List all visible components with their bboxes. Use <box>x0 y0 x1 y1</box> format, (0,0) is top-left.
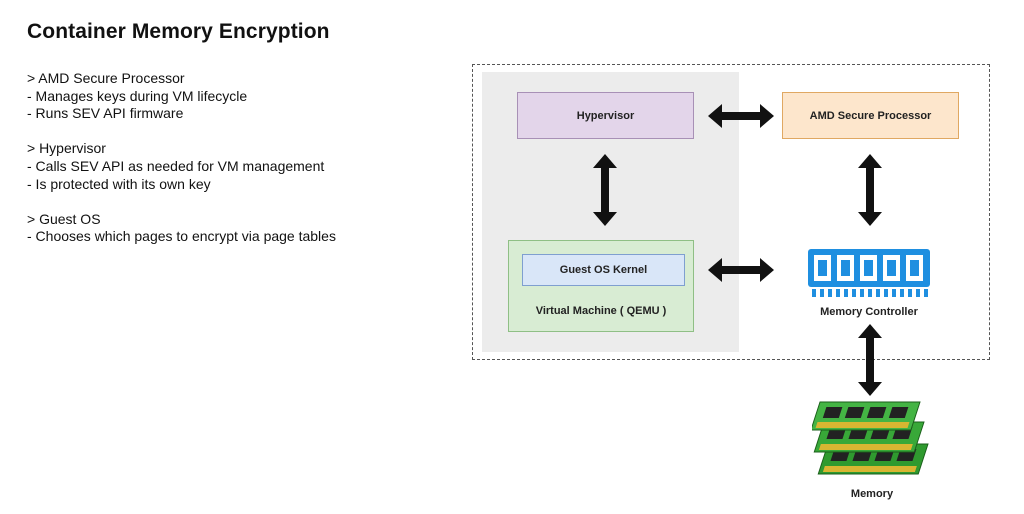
note-line: > Hypervisor <box>27 140 106 157</box>
dashed-boundary <box>472 64 990 360</box>
virtual-machine-label: Virtual Machine ( QEMU ) <box>535 305 667 317</box>
hypervisor-label: Hypervisor <box>576 109 635 122</box>
notes-section-hypervisor: > Hypervisor - Calls SEV API as needed f… <box>27 140 447 193</box>
memory-controller-icon <box>808 249 930 297</box>
note-line: > AMD Secure Processor <box>27 70 185 86</box>
note-line: - Chooses which pages to encrypt via pag… <box>27 228 336 245</box>
note-line: > Guest OS <box>27 210 101 227</box>
notes-section-guest-os: > Guest OS - Chooses which pages to encr… <box>27 211 447 246</box>
note-line: - Calls SEV API as needed for VM managem… <box>27 157 325 174</box>
memory-label: Memory <box>850 488 894 500</box>
hypervisor-box: Hypervisor <box>517 92 694 139</box>
arrow-vm-memory-controller <box>708 258 774 282</box>
amd-secure-processor-label: AMD Secure Processor <box>809 109 932 122</box>
memory-module-icon <box>812 401 929 475</box>
notes-list: > AMD Secure Processor - Manages keys du… <box>27 70 447 264</box>
guest-os-kernel-label: Guest OS Kernel <box>559 264 648 276</box>
note-line: - Runs SEV API firmware <box>27 105 184 122</box>
memory-controller-label: Memory Controller <box>820 306 918 318</box>
note-line: - Is protected with its own key <box>27 175 211 192</box>
note-line: - Manages keys during VM lifecycle <box>27 87 248 104</box>
arrow-amd-memory-controller <box>858 154 882 226</box>
arrow-hypervisor-amd <box>708 104 774 128</box>
notes-section-amd: > AMD Secure Processor - Manages keys du… <box>27 70 447 123</box>
arrow-hypervisor-vm <box>593 154 617 226</box>
page-title: Container Memory Encryption <box>27 20 330 43</box>
amd-secure-processor-box: AMD Secure Processor <box>782 92 959 139</box>
guest-os-kernel-box: Guest OS Kernel <box>522 254 685 286</box>
arrow-memory-controller-memory <box>858 324 882 396</box>
